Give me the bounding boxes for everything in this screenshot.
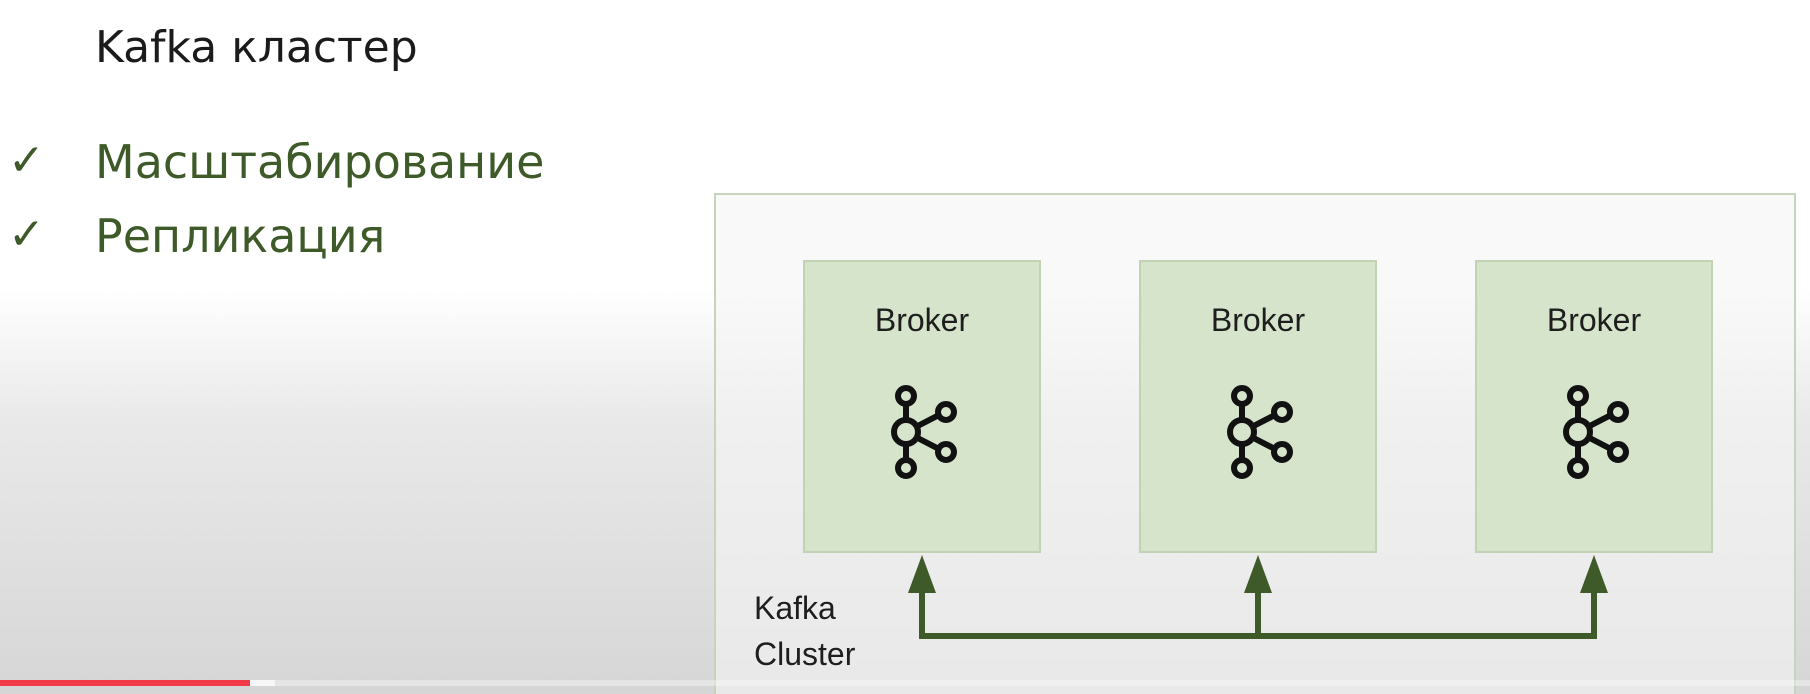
- broker-box: Broker: [1139, 260, 1377, 553]
- kafka-logo-icon: [1227, 385, 1293, 479]
- cluster-caption: Kafka Cluster: [754, 585, 855, 677]
- checklist-item-label: Репликация: [95, 209, 386, 263]
- arrow-head-icon: [1244, 555, 1272, 593]
- check-mark-icon: ✓: [8, 209, 45, 260]
- cluster-caption-line: Kafka: [754, 590, 836, 626]
- broker-box: Broker: [803, 260, 1041, 553]
- broker-label: Broker: [1546, 302, 1642, 338]
- check-mark-icon: ✓: [8, 135, 45, 186]
- checklist-item-label: Масштабирование: [95, 135, 545, 189]
- slide-title: Kafka кластер: [95, 22, 418, 73]
- arrow-head-icon: [908, 555, 936, 593]
- arrow-head-icon: [1580, 555, 1608, 593]
- kafka-logo-icon: [891, 385, 957, 479]
- video-progress-bar[interactable]: [0, 680, 1810, 686]
- cluster-caption-line: Cluster: [754, 636, 856, 672]
- video-progress-fill: [0, 680, 250, 686]
- broker-label: Broker: [874, 302, 970, 338]
- broker-label: Broker: [1210, 302, 1306, 338]
- broker-box: Broker: [1475, 260, 1713, 553]
- kafka-logo-icon: [1563, 385, 1629, 479]
